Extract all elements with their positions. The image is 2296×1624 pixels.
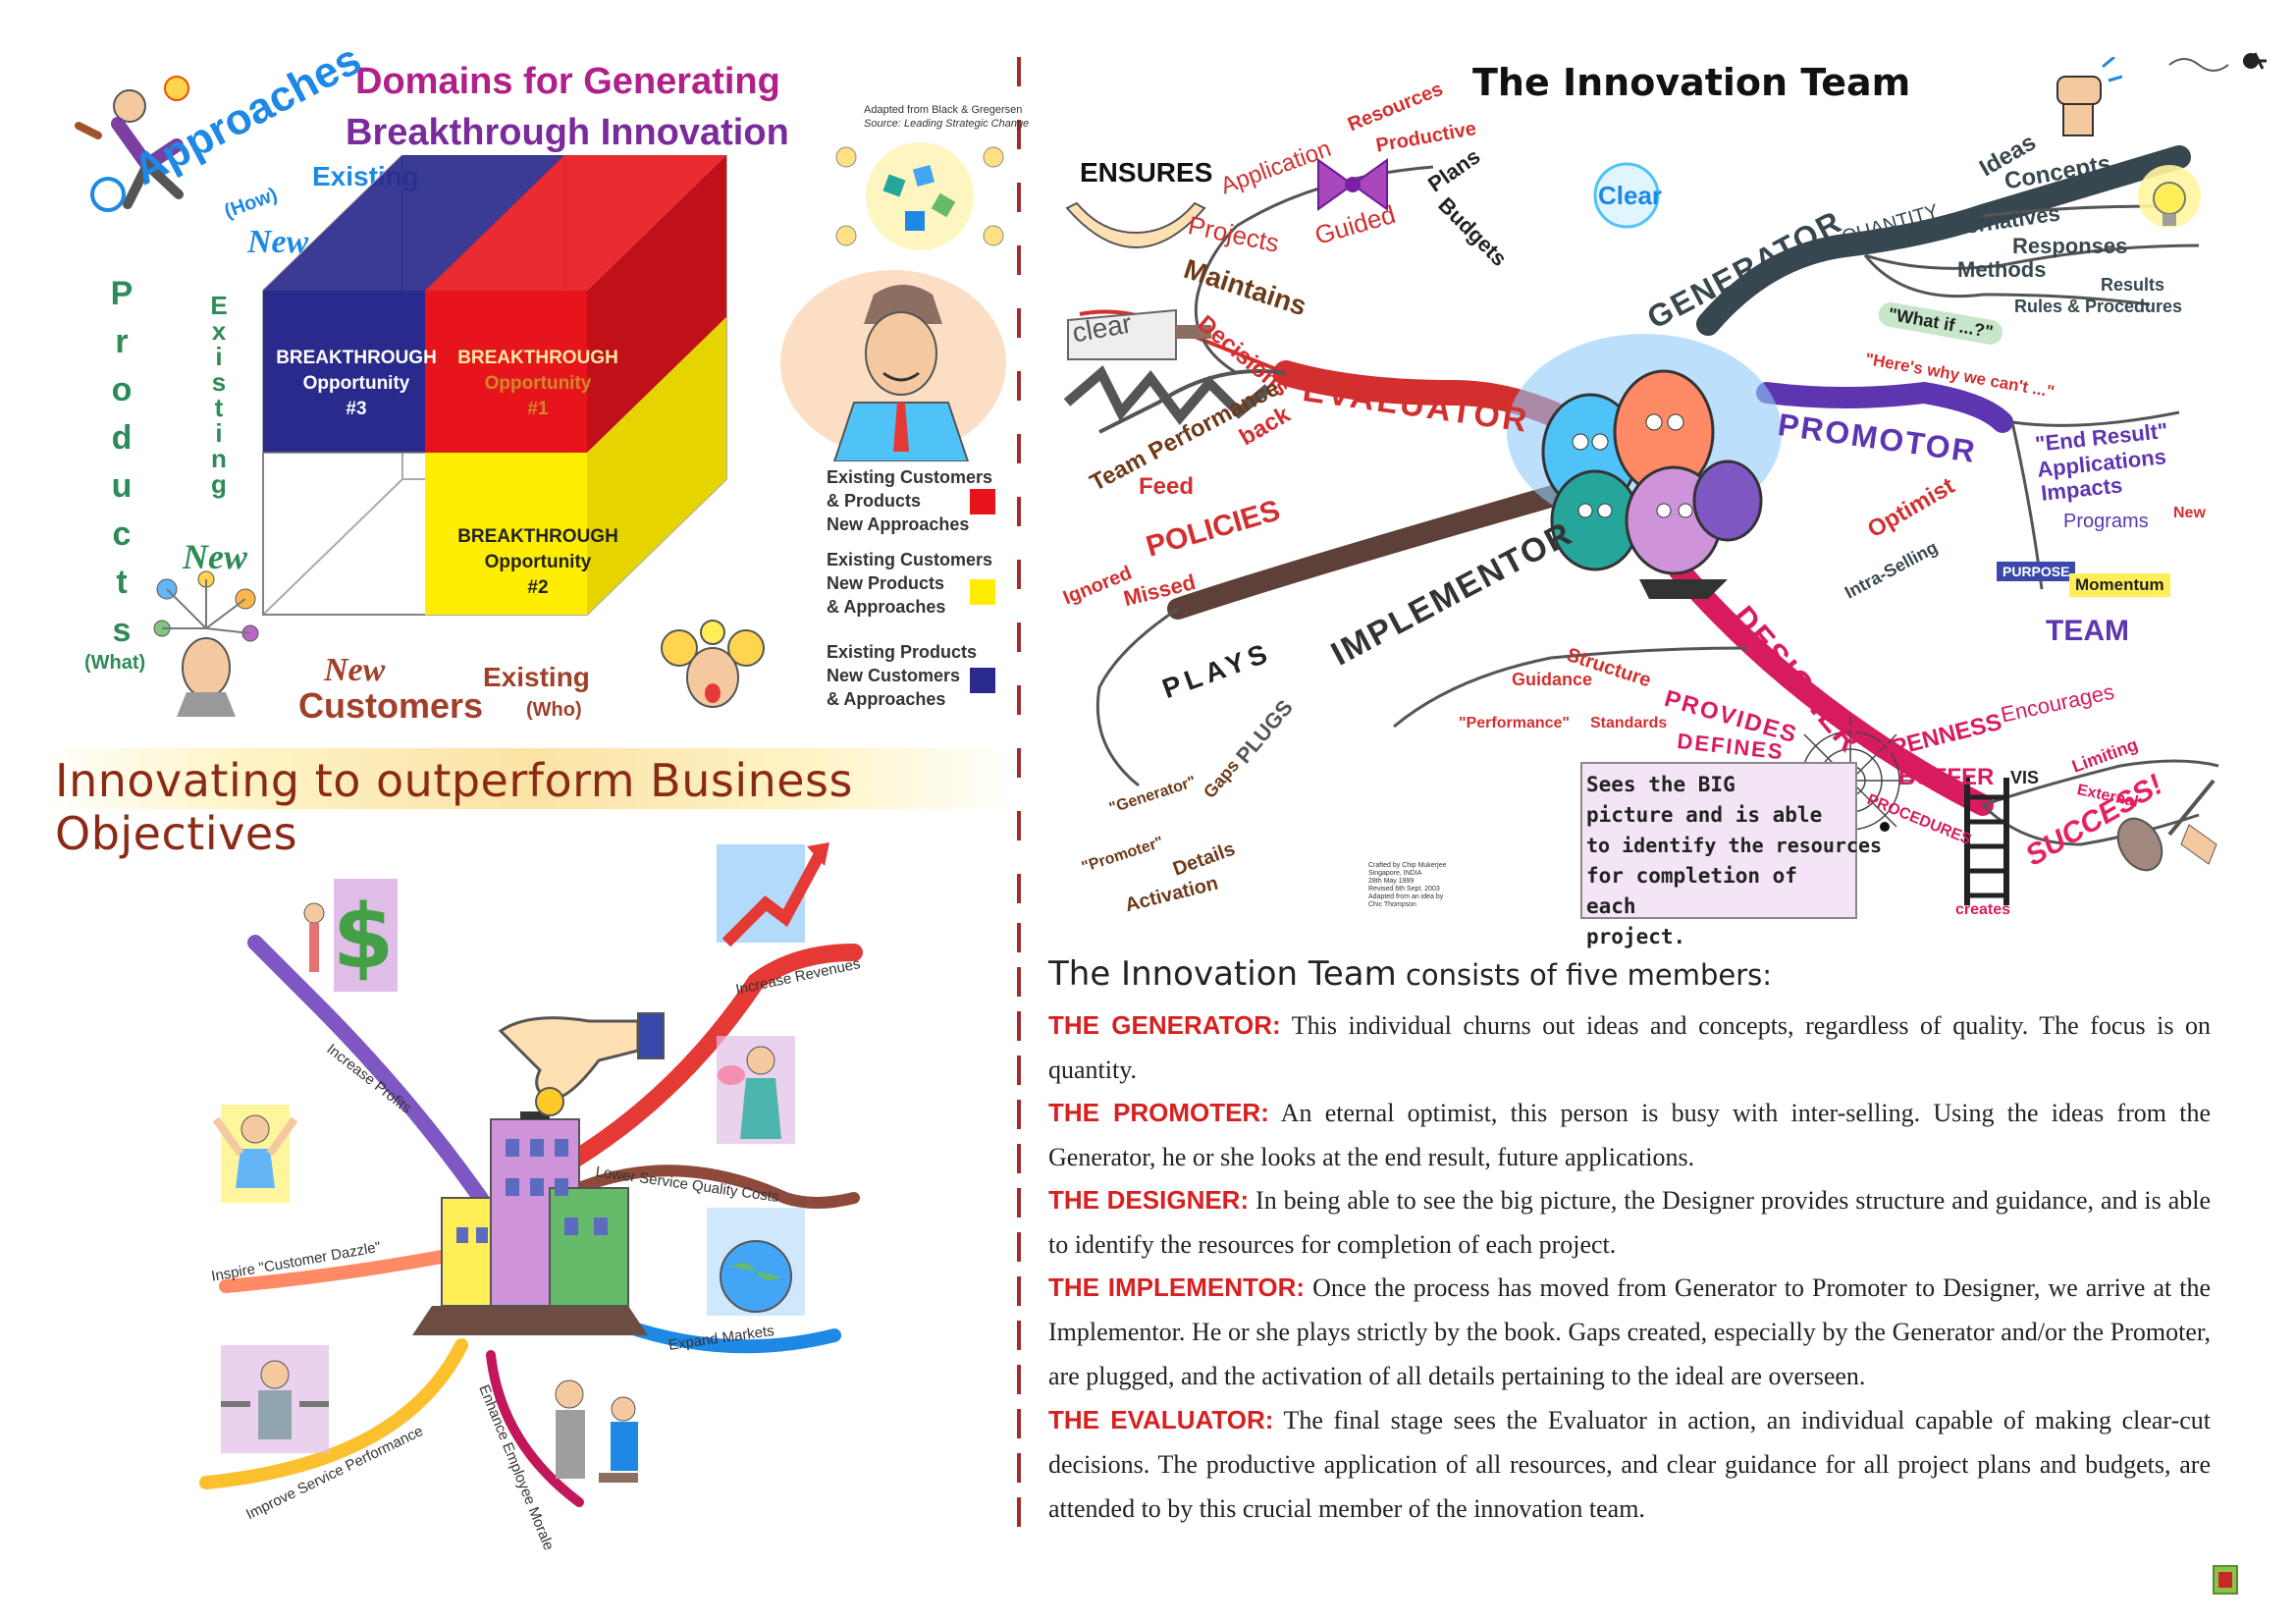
results-word: Results xyxy=(2101,275,2165,295)
role-label: THE GENERATOR: xyxy=(1048,1010,1281,1040)
team-heading-bold: The Innovation Team xyxy=(1048,954,1397,994)
customers-new-label: New xyxy=(324,652,386,688)
network-head-icon xyxy=(153,570,259,717)
building-icon xyxy=(412,1111,648,1335)
team-heading-rest: consists of five members: xyxy=(1396,958,1773,992)
legend-swatch-blue xyxy=(970,668,995,693)
paragraph-body: The final stage sees the Evaluator in ac… xyxy=(1048,1406,2211,1523)
team-map-title: The Innovation Team xyxy=(1472,61,1911,104)
objectives-branches xyxy=(199,935,863,1507)
scroll-icon xyxy=(2168,52,2267,72)
fist-icon xyxy=(2056,57,2122,136)
performance-quote-word: "Performance" xyxy=(1459,715,1570,731)
banner-text: Innovating to outperform Business Object… xyxy=(55,754,853,860)
cube-red-label: BREAKTHROUGH Opportunity #1 xyxy=(457,348,618,419)
diagram-title-line1: Domains for Generating xyxy=(355,61,780,102)
paragraph-body: Once the process has moved from Generato… xyxy=(1048,1273,2211,1390)
svg-text:$: $ xyxy=(333,886,395,989)
products-label: P r o d u c t s xyxy=(110,275,133,649)
designer-paragraph: THE DESIGNER: In being able to see the b… xyxy=(1048,1178,2211,1267)
ensures-word: ENSURES xyxy=(1080,157,1213,188)
guidance-word: Guidance xyxy=(1512,670,1593,689)
customers-label: Customers xyxy=(298,685,484,726)
new-word: NEW xyxy=(1871,228,1917,249)
runner-icon xyxy=(75,76,189,212)
woman-pig-icon xyxy=(717,1036,795,1144)
legend-item: Existing Customers & Products New Approa… xyxy=(827,467,993,534)
standards-word: Standards xyxy=(1590,715,1668,731)
success-cork-icon xyxy=(2116,779,2217,872)
cube-yellow-label: BREAKTHROUGH Opportunity #2 xyxy=(457,526,618,598)
paragraph-body: In being able to see the big picture, th… xyxy=(1048,1186,2212,1259)
who-label: (Who) xyxy=(526,699,582,721)
new-top-label: New xyxy=(247,224,309,260)
cube-blue-label: BREAKTHROUGH Opportunity #3 xyxy=(276,348,437,419)
role-label: THE IMPLEMENTOR: xyxy=(1048,1272,1306,1302)
map-credits: Crafted by Chip Mukerjee Singapore, INDI… xyxy=(1368,862,1447,908)
dollar-icon: $ xyxy=(303,879,398,992)
legend-item: Existing Products New Customers & Approa… xyxy=(827,642,978,709)
objectives-banner: Innovating to outperform Business Object… xyxy=(39,748,1016,860)
cube-cluster-icon xyxy=(835,142,1004,250)
legend-item: Existing Customers New Products & Approa… xyxy=(827,550,993,617)
diagram-source-line1: Adapted from Black & Gregersen xyxy=(864,104,1023,116)
ladder-icon xyxy=(1964,778,2009,905)
clear-bubble-word: Clear xyxy=(1598,181,1663,210)
new-small-word: New xyxy=(2173,505,2206,521)
team-word: TEAM xyxy=(2046,615,2129,647)
innovation-cube xyxy=(262,155,727,616)
hand-coin-icon xyxy=(498,1012,665,1116)
knife-icon xyxy=(1067,308,1211,360)
handshake-icon xyxy=(555,1380,638,1483)
bow-icon xyxy=(1317,158,1388,211)
clear-bubble-icon xyxy=(1593,162,1660,229)
team-heading: The Innovation Team consists of five mem… xyxy=(1048,954,1772,994)
role-label: THE DESIGNER: xyxy=(1048,1185,1250,1215)
existing-vertical-label: E x i s t i n g xyxy=(210,291,228,499)
feed-word: Feed xyxy=(1139,473,1195,500)
diagram-source-line2: Source: Leading Strategic Change xyxy=(864,118,1030,130)
vis-word: VIS xyxy=(2010,768,2040,787)
paragraph-body: An eternal optimist, this person is busy… xyxy=(1048,1099,2211,1171)
role-label: THE PROMOTER: xyxy=(1048,1098,1269,1127)
publisher-logo-icon xyxy=(2213,1565,2238,1595)
generator-paragraph: THE GENERATOR: This individual churns ou… xyxy=(1048,1003,2211,1092)
team-map-branches xyxy=(1079,145,2219,846)
thinking-man-icon xyxy=(780,270,1006,461)
programs-word: Programs xyxy=(2063,511,2149,532)
tongue-face-icon xyxy=(661,620,765,708)
purpose-word: PURPOSE xyxy=(1997,562,2076,581)
brain-mascot-icon xyxy=(1507,334,1782,599)
globe-icon xyxy=(707,1208,805,1316)
promoter-paragraph: THE PROMOTER: An eternal optimist, this … xyxy=(1048,1091,2211,1179)
evaluator-paragraph: THE EVALUATOR: The final stage sees the … xyxy=(1048,1398,2211,1531)
hands-icon xyxy=(1065,201,1206,249)
rising-arrow-icon xyxy=(717,842,829,947)
implementor-paragraph: THE IMPLEMENTOR: Once the process has mo… xyxy=(1048,1266,2211,1398)
buffer-word: BUFFER xyxy=(1898,764,1995,790)
rules-word: Rules & Procedures xyxy=(2014,297,2183,316)
paragraph-body: This individual churns out ideas and con… xyxy=(1048,1011,2211,1084)
waving-woman-icon xyxy=(212,1105,298,1203)
legend-swatch-red xyxy=(970,489,995,514)
new-left-label: New xyxy=(183,537,247,576)
momentum-word: Momentum xyxy=(2069,573,2170,597)
creates-word: creates xyxy=(1955,901,2011,918)
lightbulb-icon xyxy=(2138,165,2201,228)
methods-word: Methods xyxy=(1957,257,2047,282)
customers-existing-label: Existing xyxy=(483,662,590,692)
designer-info-box: Sees the BIG picture and is able to iden… xyxy=(1580,762,1882,948)
legend-swatch-yellow xyxy=(970,579,995,605)
responses-word: Responses xyxy=(2012,234,2128,258)
diagram-title-line2: Breakthrough Innovation xyxy=(346,112,789,153)
what-label: (What) xyxy=(84,652,146,674)
scribble-icon xyxy=(1063,365,1272,425)
waiter-icon xyxy=(221,1345,329,1453)
role-label: THE EVALUATOR: xyxy=(1048,1405,1274,1435)
